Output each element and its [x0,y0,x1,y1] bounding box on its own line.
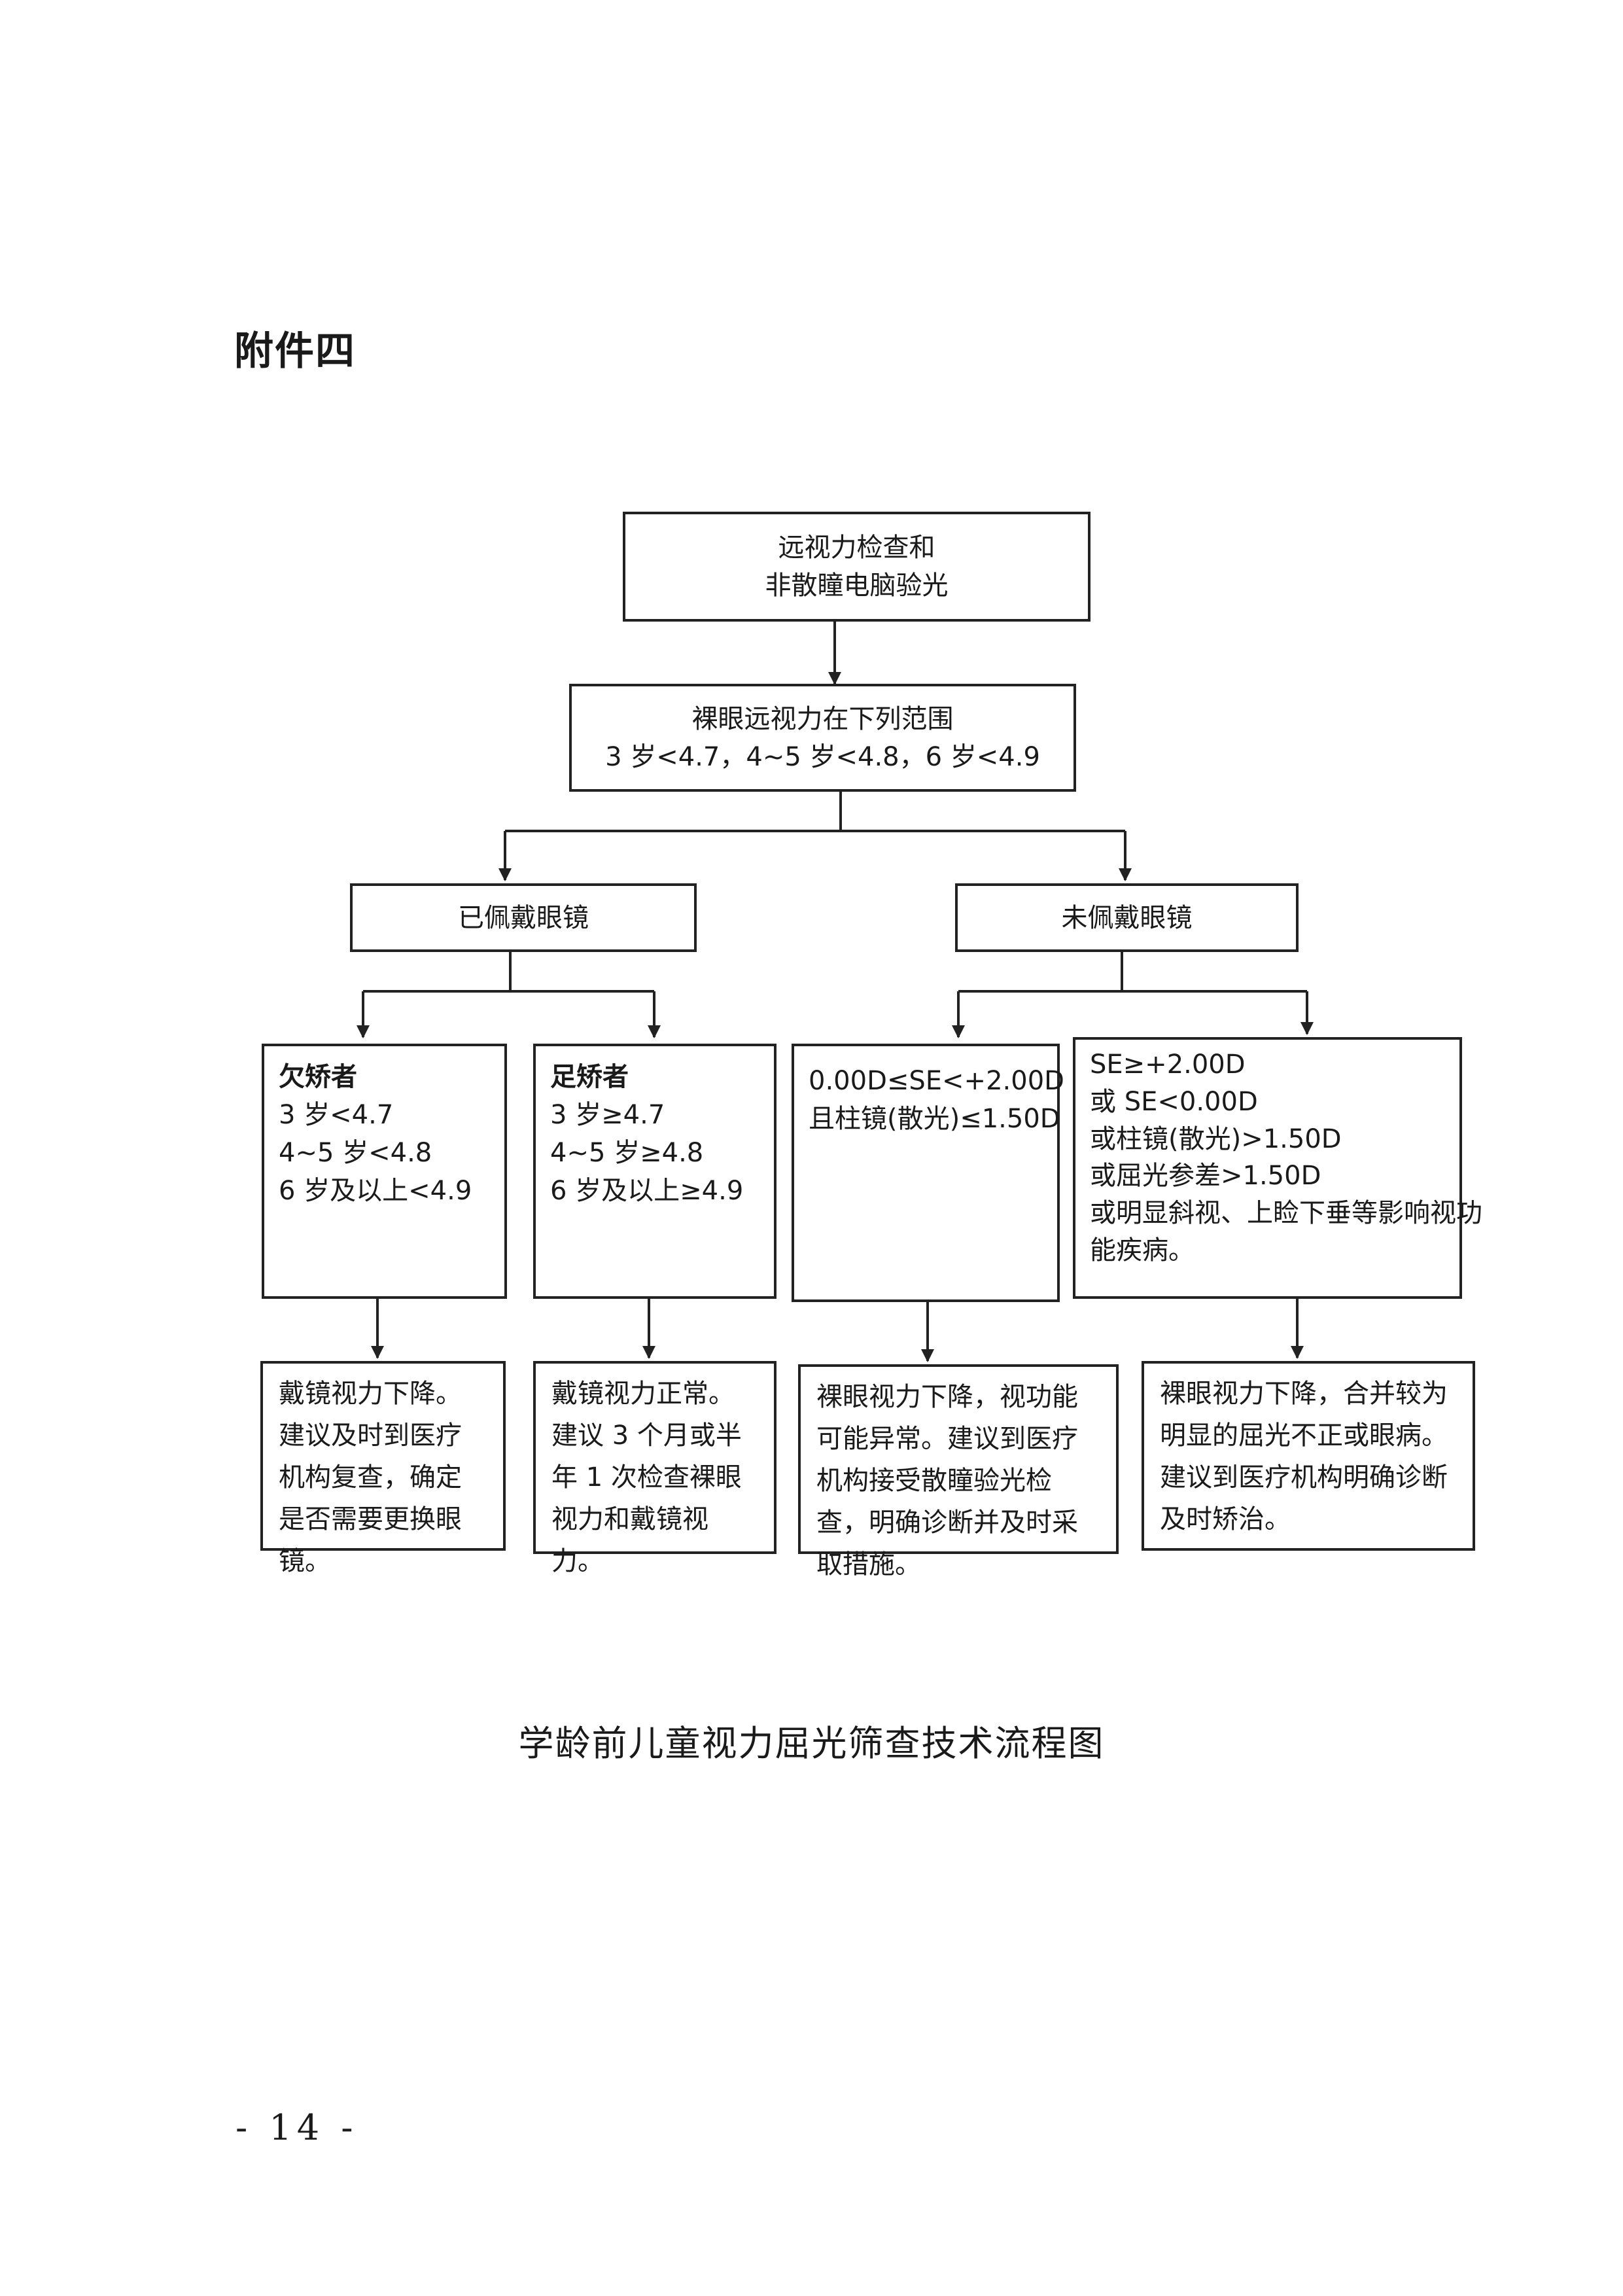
abnormal-range-line-2: 或 SE<0.00D [1090,1086,1258,1117]
advice-abnormal-range-text: 裸眼视力下降，合并较为明显的屈光不正或眼病。建议到医疗机构明确诊断及时矫治。 [1160,1379,1448,1534]
step1-line-1: 远视力检查和 [778,533,935,563]
advice-under-corrected-box: 戴镜视力下降。建议及时到医疗机构复查，确定是否需要更换眼镜。 [260,1361,506,1576]
abnormal-range-line-1: SE≥+2.00D [1090,1050,1246,1080]
wearing-glasses-label: 已佩戴眼镜 [458,902,589,933]
advice-fully-corrected-box: 戴镜视力正常。建议 3 个月或半年 1 次检查裸眼视力和戴镜视力。 [533,1361,777,1576]
fully-corrected-title: 足矫者 [550,1062,629,1092]
abnormal-range-line-6: 能疾病。 [1090,1235,1195,1265]
wearing-glasses-box: 已佩戴眼镜 [350,883,697,952]
not-wearing-glasses-label: 未佩戴眼镜 [1061,902,1193,933]
step1-box: 远视力检查和 非散瞳电脑验光 [623,512,1091,622]
fully-corrected-line-3: 6 岁及以上≥4.9 [550,1176,744,1206]
normal-range-box: 0.00D≤SE<+2.00D 且柱镜(散光)≤1.50D [792,1044,1064,1302]
advice-fully-corrected-text: 戴镜视力正常。建议 3 个月或半年 1 次检查裸眼视力和戴镜视力。 [551,1379,742,1576]
under-corrected-box: 欠矫者 3 岁<4.7 4~5 岁<4.8 6 岁及以上<4.9 [262,1044,507,1299]
advice-abnormal-range-box: 裸眼视力下降，合并较为明显的屈光不正或眼病。建议到医疗机构明确诊断及时矫治。 [1142,1361,1475,1551]
step2-line-2: 3 岁<4.7，4~5 岁<4.8，6 岁<4.9 [605,741,1040,772]
abnormal-range-line-3: 或柱镜(散光)>1.50D [1090,1123,1342,1154]
step1-line-2: 非散瞳电脑验光 [765,571,949,601]
not-wearing-glasses-box: 未佩戴眼镜 [955,883,1299,952]
attachment-label: 附件四 [234,328,356,374]
under-corrected-line-1: 3 岁<4.7 [279,1100,394,1130]
normal-range-line-1: 0.00D≤SE<+2.00D [809,1066,1064,1096]
under-corrected-line-2: 4~5 岁<4.8 [279,1138,432,1168]
step2-line-1: 裸眼远视力在下列范围 [691,703,954,734]
page-number: - 14 - [236,2107,358,2148]
under-corrected-line-3: 6 岁及以上<4.9 [279,1176,472,1206]
fully-corrected-box: 足矫者 3 岁≥4.7 4~5 岁≥4.8 6 岁及以上≥4.9 [533,1044,777,1299]
fully-corrected-line-1: 3 岁≥4.7 [550,1100,665,1130]
abnormal-range-line-5: 或明显斜视、上睑下垂等影响视功 [1090,1198,1482,1229]
step2-box: 裸眼远视力在下列范围 3 岁<4.7，4~5 岁<4.8，6 岁<4.9 [569,684,1076,792]
under-corrected-title: 欠矫者 [279,1062,357,1092]
advice-normal-range-text: 裸眼视力下降，视功能可能异常。建议到医疗机构接受散瞳验光检查，明确诊断并及时采取… [816,1382,1078,1580]
advice-normal-range-box: 裸眼视力下降，视功能可能异常。建议到医疗机构接受散瞳验光检查，明确诊断并及时采取… [798,1364,1119,1580]
abnormal-range-line-4: 或屈光参差>1.50D [1090,1161,1321,1192]
normal-range-line-2: 且柱镜(散光)≤1.50D [809,1104,1060,1134]
abnormal-range-box: SE≥+2.00D 或 SE<0.00D 或柱镜(散光)>1.50D 或屈光参差… [1073,1037,1482,1299]
advice-under-corrected-text: 戴镜视力下降。建议及时到医疗机构复查，确定是否需要更换眼镜。 [279,1379,462,1576]
figure-caption: 学龄前儿童视力屈光筛查技术流程图 [518,1723,1105,1764]
fully-corrected-line-2: 4~5 岁≥4.8 [550,1138,704,1168]
